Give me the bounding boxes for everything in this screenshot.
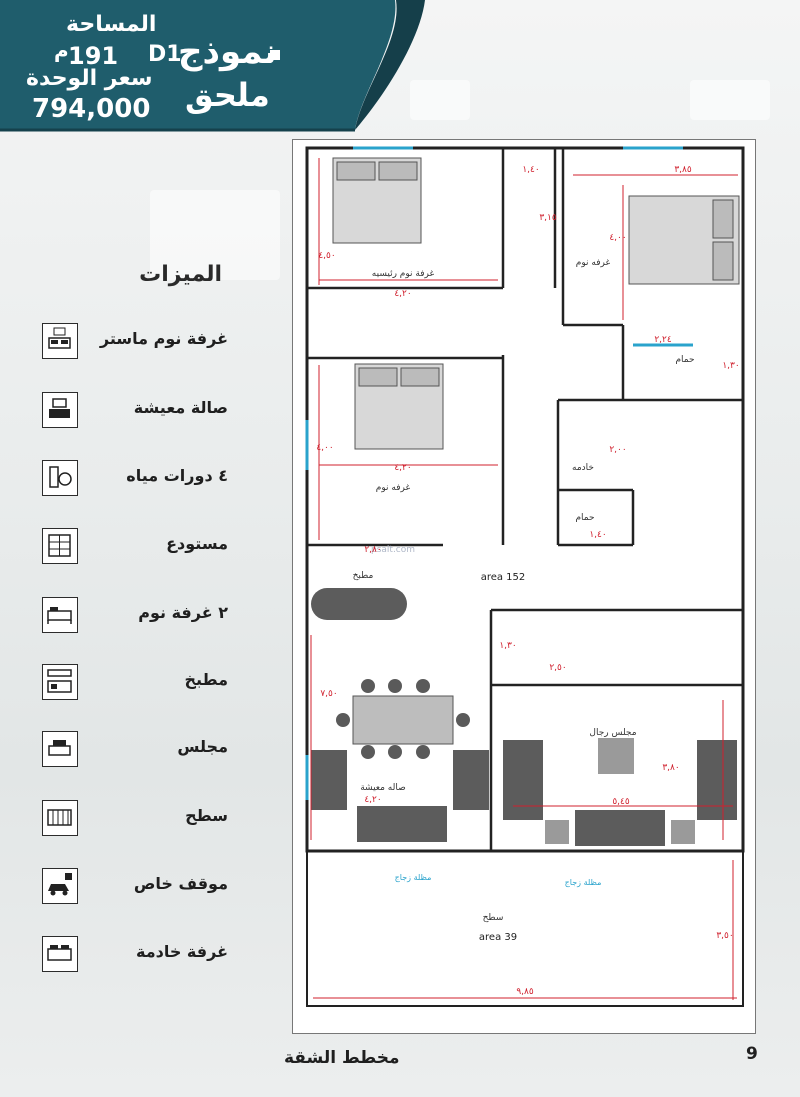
area-label: المساحة	[66, 12, 157, 37]
parking-icon	[42, 868, 78, 904]
feature-label: ٤ دورات مياه	[126, 466, 228, 485]
room-label-kitchen: مطبخ	[353, 571, 374, 581]
feature-label: ٢ غرفة نوم	[138, 603, 228, 622]
maid-bed-icon	[42, 936, 78, 972]
dim-bed3-w: ٤,٢٠	[394, 463, 411, 473]
bathroom-icon	[42, 460, 78, 496]
dim-bed2-h: ٤,٠٠	[609, 233, 626, 243]
model-sub: ملحق	[185, 76, 270, 114]
plan-caption: مخطط الشقة	[284, 1048, 400, 1068]
room-label-majlis: مجلس رجال	[589, 728, 636, 738]
dim-majlis-w: ٥,٤٥	[612, 797, 630, 807]
feature-label: غرفة خادمة	[136, 942, 228, 961]
dim-wc2-w: ٢,٥٠	[549, 663, 566, 673]
area-unit: م	[54, 38, 69, 62]
dim-majlis-h: ٣,٨٠	[662, 763, 679, 773]
price-label: سعر الوحدة	[26, 66, 153, 91]
room-label-maid: خادمه	[572, 463, 594, 473]
room-label-maid-bath: حمام	[575, 513, 594, 523]
feature-item: مجلس	[42, 731, 228, 771]
dim-wc1-h: ٣,١٥	[539, 213, 557, 223]
dim-wc2-h: ١,٣٠	[499, 641, 516, 651]
feature-label: سطح	[185, 806, 228, 825]
room-label-roof: سطح	[483, 913, 504, 923]
dim-bed2-w: ٣,٨٥	[674, 165, 692, 175]
dim-master-h: ٤,٥٠	[318, 251, 335, 261]
dim-bath-w: ٢,٢٤	[654, 335, 672, 345]
feature-label: صالة معيشة	[133, 398, 228, 417]
roof-icon	[42, 800, 78, 836]
sofa-icon	[42, 731, 78, 767]
model-bullet	[270, 50, 280, 60]
bed-icon	[42, 597, 78, 633]
feature-item: موقف خاص	[42, 868, 228, 908]
area-value: 191	[68, 42, 119, 70]
storage-icon	[42, 528, 78, 564]
feature-label: مجلس	[177, 737, 228, 756]
floor-plan: غرفة نوم رئيسيه غرفه نوم غرفه نوم حمام خ…	[292, 139, 756, 1034]
feature-item: سطح	[42, 800, 228, 840]
features-title: الميزات	[139, 262, 222, 287]
master-bed-icon	[42, 323, 78, 359]
price-value: 794,000	[32, 94, 151, 124]
dim-total-w: ٩,٨٥	[516, 987, 534, 997]
room-label-bath: حمام	[675, 355, 694, 365]
living-room-icon	[42, 392, 78, 428]
dim-maid-h: ٢,٠٠	[609, 445, 626, 455]
feature-label: مطبخ	[184, 670, 228, 689]
room-label-master: غرفة نوم رئيسيه	[372, 269, 435, 279]
dim-master-w: ٤,٢٠	[394, 289, 411, 299]
dim-roof-h: ٣,٥٠	[716, 931, 733, 941]
feature-item: غرفة نوم ماستر	[42, 323, 228, 363]
feature-item: مستودع	[42, 528, 228, 568]
feature-label: موقف خاص	[133, 874, 228, 893]
feature-item: ٢ غرفة نوم	[42, 597, 228, 637]
room-label-bedroom2: غرفه نوم	[576, 258, 611, 268]
feature-label: مستودع	[166, 534, 228, 553]
kitchen-icon	[42, 664, 78, 700]
dim-kitchen: ٢,٨٠	[364, 545, 381, 555]
room-label-living: صاله معيشة	[360, 783, 406, 793]
room-label-bedroom3: غرفه نوم	[376, 483, 411, 493]
dim-bath-h: ١,٣٠	[722, 361, 739, 371]
model-label: نموذج	[178, 32, 277, 72]
watermark: psalt.com	[371, 545, 415, 555]
feature-item: مطبخ	[42, 664, 228, 704]
feature-item: غرفة خادمة	[42, 936, 228, 976]
page-number: 9	[746, 1044, 758, 1064]
dim-living-h: ٧,٥٠	[320, 689, 337, 699]
model-code: D1	[148, 42, 182, 67]
dim-wc1-w: ١,٤٠	[522, 165, 539, 175]
feature-item: ٤ دورات مياه	[42, 460, 228, 500]
glass-canopy-label-2: مظلة زجاج	[565, 878, 602, 887]
feature-label: غرفة نوم ماستر	[99, 329, 228, 348]
dim-bed3-h: ٤,٠٠	[316, 443, 333, 453]
area-roof: area 39	[479, 932, 517, 943]
glass-canopy-label-1: مظلة زجاج	[395, 873, 432, 882]
area-main: area 152	[481, 572, 526, 583]
dim-maidbath-w: ١,٤٠	[589, 530, 606, 540]
feature-item: صالة معيشة	[42, 392, 228, 432]
title-banner	[0, 0, 425, 132]
dim-living-w: ٤,٢٠	[364, 795, 381, 805]
